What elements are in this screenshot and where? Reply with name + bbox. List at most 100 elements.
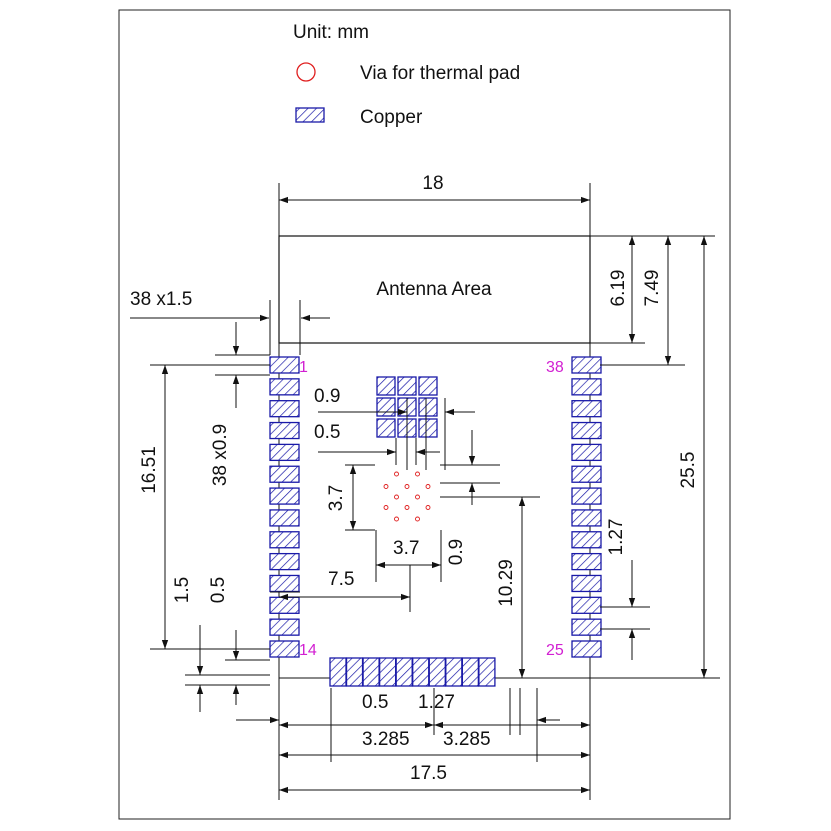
thermal-pad bbox=[376, 397, 396, 417]
right-pad bbox=[571, 596, 602, 614]
thermal-via bbox=[425, 484, 431, 489]
right-pad-row bbox=[571, 356, 602, 658]
via-legend-label: Via for thermal pad bbox=[360, 63, 520, 84]
bottom-pad-row bbox=[329, 657, 496, 687]
left-pad bbox=[269, 356, 300, 374]
label-antenna-h2: 7.49 bbox=[642, 270, 663, 307]
label-thermal-pitch: 0.9 bbox=[314, 386, 340, 407]
label-antenna-h1: 6.19 bbox=[608, 270, 629, 307]
left-pad bbox=[269, 378, 300, 396]
thermal-via bbox=[404, 505, 410, 510]
left-pad bbox=[269, 509, 300, 527]
left-pad bbox=[269, 400, 300, 418]
antenna-area bbox=[278, 235, 591, 344]
left-pad bbox=[269, 443, 300, 462]
unit-label: Unit: mm bbox=[293, 22, 369, 43]
right-pad bbox=[571, 400, 602, 418]
right-pad bbox=[571, 574, 602, 593]
left-pad bbox=[269, 487, 300, 505]
label-left-bottom-a: 1.5 bbox=[172, 577, 193, 603]
via-legend-icon bbox=[296, 62, 316, 82]
thermal-pad bbox=[376, 376, 396, 396]
bottom-pad bbox=[445, 657, 463, 687]
thermal-pad bbox=[397, 376, 417, 396]
label-thermal-pad: 0.5 bbox=[314, 422, 340, 443]
pin-38-label: 38 bbox=[546, 359, 564, 376]
right-pad bbox=[571, 487, 602, 505]
label-bottom-left: 3.285 bbox=[362, 729, 410, 750]
right-pad bbox=[571, 552, 602, 571]
antenna-area-label: Antenna Area bbox=[376, 279, 492, 300]
right-pad bbox=[571, 378, 602, 396]
label-right-pitch: 1.27 bbox=[606, 519, 627, 556]
label-bottom-width: 17.5 bbox=[410, 763, 447, 784]
bottom-pad bbox=[345, 657, 364, 687]
copper-legend-label: Copper bbox=[360, 107, 423, 128]
drawing-frame bbox=[118, 9, 731, 820]
bottom-pad bbox=[412, 657, 430, 687]
left-pad bbox=[269, 465, 300, 483]
thermal-via bbox=[415, 494, 420, 500]
label-offset-x: 7.5 bbox=[328, 569, 354, 590]
bottom-pad bbox=[362, 657, 380, 687]
bottom-pad bbox=[378, 657, 397, 687]
right-pad bbox=[571, 465, 602, 483]
left-pad bbox=[269, 552, 300, 571]
label-thermal-side-h: 3.7 bbox=[393, 538, 419, 559]
dimension-lines bbox=[130, 183, 720, 800]
thermal-pad-grid bbox=[376, 376, 438, 522]
thermal-via bbox=[404, 484, 410, 489]
pin-14-label: 14 bbox=[299, 642, 317, 659]
pin-numbers: 1 14 25 38 bbox=[299, 359, 564, 659]
label-left-pin-span: 16.51 bbox=[139, 446, 160, 494]
label-thermal-side-v: 3.7 bbox=[326, 485, 347, 511]
bottom-pad bbox=[395, 657, 413, 687]
bottom-pad bbox=[428, 657, 446, 687]
thermal-via bbox=[394, 516, 399, 522]
label-bottom-right: 3.285 bbox=[443, 729, 491, 750]
left-pad bbox=[269, 574, 300, 593]
label-pad-count-width: 38 x0.9 bbox=[210, 424, 231, 486]
right-pad bbox=[571, 421, 602, 440]
label-thermal-gap: 0.9 bbox=[446, 539, 467, 565]
right-pad bbox=[571, 640, 602, 658]
label-offset-y: 10.29 bbox=[496, 559, 517, 607]
thermal-via bbox=[394, 494, 399, 500]
bottom-pad bbox=[478, 657, 496, 687]
label-left-bottom-b: 0.5 bbox=[208, 577, 229, 603]
thermal-via bbox=[415, 471, 420, 477]
thermal-via bbox=[425, 505, 431, 510]
pin-25-label: 25 bbox=[546, 642, 564, 659]
legend: Unit: mm Via for thermal pad Copper bbox=[293, 22, 520, 128]
right-pad bbox=[571, 356, 602, 374]
thermal-pad bbox=[418, 397, 438, 417]
module-outline: Antenna Area bbox=[278, 235, 591, 679]
right-pad bbox=[571, 531, 602, 549]
label-top-width: 18 bbox=[422, 173, 443, 194]
right-pad bbox=[571, 618, 602, 636]
bottom-pad bbox=[329, 657, 347, 687]
label-bottom-pitch: 1.27 bbox=[418, 692, 455, 713]
left-pad bbox=[269, 596, 300, 614]
thermal-pad bbox=[376, 418, 396, 438]
pin-1-label: 1 bbox=[299, 359, 308, 376]
thermal-pad bbox=[418, 418, 438, 438]
left-pad bbox=[269, 421, 300, 440]
label-pad-count-size: 38 x1.5 bbox=[130, 289, 192, 310]
thermal-via bbox=[394, 471, 399, 477]
right-pad bbox=[571, 443, 602, 462]
copper-legend-icon bbox=[295, 107, 325, 123]
label-total-height: 25.5 bbox=[678, 452, 699, 489]
left-pad bbox=[269, 618, 300, 636]
left-pad-row bbox=[269, 356, 300, 658]
thermal-via bbox=[415, 516, 420, 522]
dimension-labels: 18 38 x1.5 6.19 7.49 25.5 0.9 0.5 3.7 3.… bbox=[130, 173, 699, 784]
left-pad bbox=[269, 531, 300, 549]
left-pad bbox=[269, 640, 300, 658]
label-bottom-pad: 0.5 bbox=[362, 692, 388, 713]
thermal-pad bbox=[418, 376, 438, 396]
right-pad bbox=[571, 509, 602, 527]
thermal-via bbox=[383, 505, 389, 510]
bottom-pad bbox=[461, 657, 480, 687]
